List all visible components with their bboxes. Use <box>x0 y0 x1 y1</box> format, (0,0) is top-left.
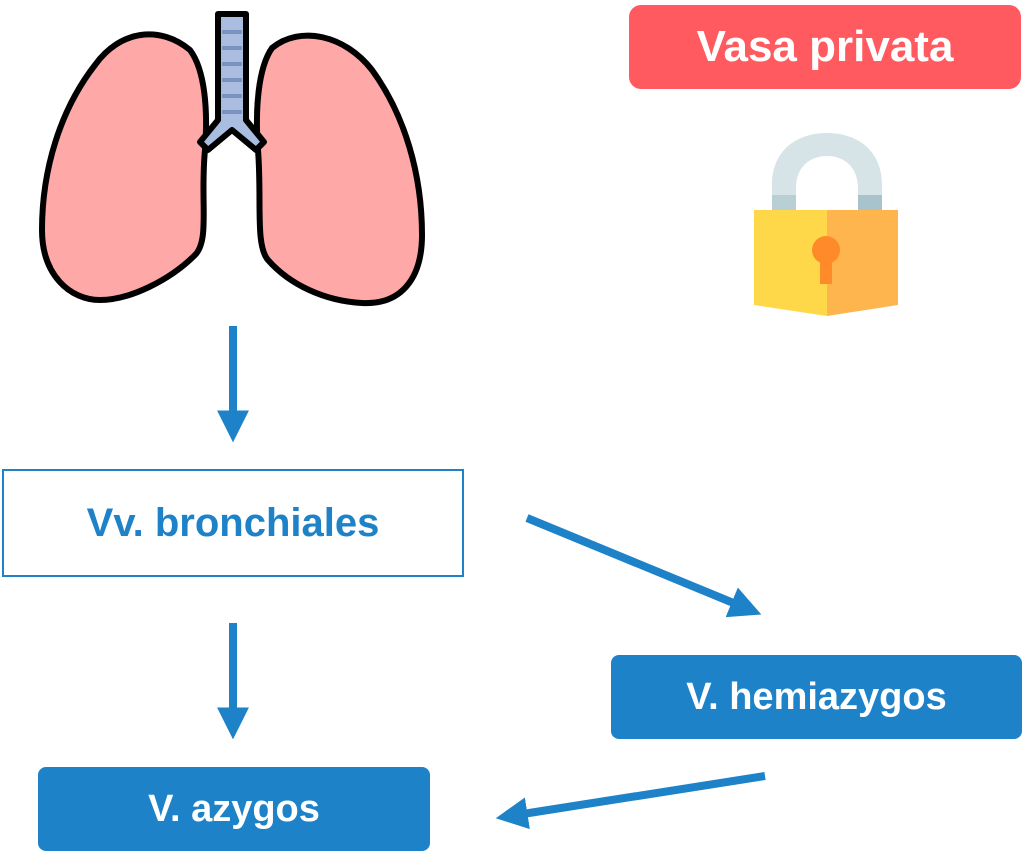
lock-shackle <box>772 133 882 215</box>
arrow-bronchiales-to-hemiazygos <box>525 514 762 618</box>
vasa-privata-badge: Vasa privata <box>629 5 1021 89</box>
node-v-azygos: V. azygos <box>38 767 430 851</box>
node-v-hemiazygos: V. hemiazygos <box>611 655 1022 739</box>
keyhole-slot <box>820 252 832 284</box>
lock-body-right <box>827 210 898 316</box>
arrow-hemiazygos-to-azygos <box>495 772 766 830</box>
keyhole <box>812 236 840 264</box>
node-vv-bronchiales: Vv. bronchiales <box>2 469 464 577</box>
lock-body-left <box>754 210 827 316</box>
trachea-rings <box>222 30 242 114</box>
